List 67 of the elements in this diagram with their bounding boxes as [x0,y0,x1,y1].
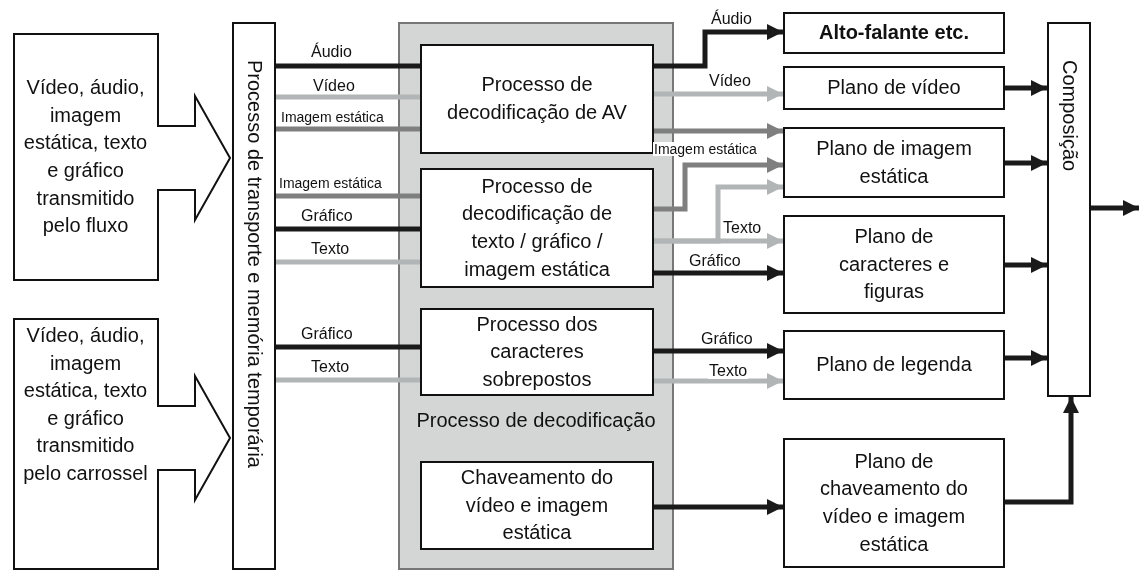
process-box [420,308,654,396]
box-label: Processo dos caracteres sobrepostos [475,311,599,392]
box-label: Processo de decodificação de AV [446,72,628,125]
edge-label: Gráfico [300,208,354,224]
connector-line [276,126,420,132]
arrow [1005,257,1047,273]
process-box [420,461,654,550]
arrow [654,373,783,389]
box-label: Processo de transporte e memória temporária [242,60,267,468]
box-label: Plano de chaveamento do vídeo e imagem estática [819,448,969,557]
edge-label: Texto [310,241,351,257]
edge-label: Vídeo [708,73,752,89]
edge-label: Imagem estática [653,142,758,156]
process-box [783,215,1005,314]
box-label: Chaveamento do vídeo e imagem estática [459,465,615,546]
box-label: Alto-falante etc. [818,20,970,46]
connector-line [276,226,420,232]
connector-line [276,193,420,199]
edge-label: Texto [310,359,351,375]
connector-line [276,94,420,100]
connector-line [276,377,420,383]
edge-label: Imagem estática [280,110,385,124]
arrow [1091,200,1139,216]
input-arrow-box [13,33,231,281]
connector-line [276,259,420,265]
arrow [1005,397,1079,505]
process-box [783,12,1005,54]
edge-label: Áudio [310,44,353,60]
box-label: Plano de caracteres e figuras [837,224,951,305]
arrow [654,499,783,515]
box-label: Plano de legenda [815,352,973,378]
box-label: Plano de vídeo [826,75,962,101]
arrow [1005,155,1047,171]
arrow [1005,350,1047,366]
arrow [654,86,783,102]
process-box [420,168,654,288]
box-label: Vídeo, áudio, imagem estática, texto e gráfico transmitido pelo carrossel [22,323,149,486]
process-box [232,22,276,570]
arrow [1005,80,1047,96]
connector-line [276,344,420,350]
arrow [654,24,783,69]
box-label: Plano de imagem estática [815,135,973,189]
arrow [654,123,783,139]
arrow [654,265,783,281]
edge-label: Áudio [710,11,753,27]
arrow [654,157,783,212]
connector-line [276,63,420,69]
box-label: Processo de decodificação de texto / gráfico / imagem estática [460,173,614,282]
process-box [420,44,654,154]
edge-label: Texto [722,220,763,236]
edge-label: Gráfico [700,331,754,347]
process-box [783,438,1005,568]
edge-label: Gráfico [688,253,742,269]
edge-label: Vídeo [312,78,356,94]
edge-label: Imagem estática [278,176,383,190]
process-box [1047,22,1091,397]
group-label: Processo de decodificação [415,408,657,433]
edge-label: Texto [708,363,749,379]
arrow [654,343,783,359]
box-label: Vídeo, áudio, imagem estática, texto e gráfico transmitido pelo fluxo [22,75,149,239]
box-label: Composição [1057,60,1082,172]
process-box [783,330,1005,400]
process-box [783,127,1005,198]
input-arrow-box [13,318,231,570]
process-box [783,66,1005,110]
arrow [654,233,783,249]
edge-label: Gráfico [300,326,354,342]
